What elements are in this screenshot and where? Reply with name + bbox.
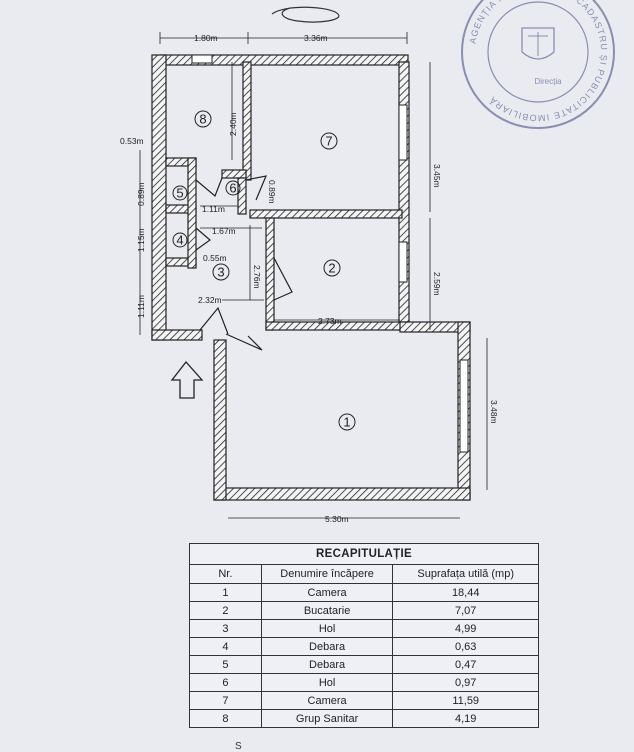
cell-name: Hol xyxy=(260,673,394,692)
entrance-arrow-icon xyxy=(170,360,204,399)
cell-name: Hol xyxy=(260,619,394,638)
dim-hall-167: 1.67m xyxy=(212,226,236,236)
windows xyxy=(191,54,469,453)
dim-room6-089: 0.89m xyxy=(267,180,277,204)
walls xyxy=(151,54,471,501)
cell-nr: 7 xyxy=(189,691,262,710)
dim-left-115: 1.15m xyxy=(136,228,146,252)
cell-area: 0,97 xyxy=(392,673,539,692)
dim-room8-height: 2.40m xyxy=(228,112,238,136)
recapitulation-table: RECAPITULAȚIE Nr. Denumire încăpere Supr… xyxy=(189,543,539,728)
room-number-1: 1 xyxy=(343,415,350,430)
room-number-4: 4 xyxy=(176,233,183,248)
dim-room1-530: 5.30m xyxy=(325,514,349,524)
dim-room7-height: 3.45m xyxy=(432,164,442,188)
table-title: RECAPITULAȚIE xyxy=(189,543,539,565)
dimension-labels: 1.80m 3.36m 2.40m 3.45m 0.53m 0.89m 0.89… xyxy=(120,33,499,524)
cell-area: 11,59 xyxy=(392,691,539,710)
cell-name: Camera xyxy=(260,691,394,710)
cell-name: Bucatarie xyxy=(260,601,394,620)
dimension-lines xyxy=(139,32,488,519)
dim-room2-273: 2.73m xyxy=(318,316,342,326)
cell-area: 0,63 xyxy=(392,637,539,656)
dim-room2-259: 2.59m xyxy=(432,272,442,296)
room-number-2: 2 xyxy=(328,261,335,276)
header-nr: Nr. xyxy=(189,564,262,584)
dim-small-055: 0.55m xyxy=(203,253,227,263)
cell-nr: 5 xyxy=(189,655,262,674)
dim-top-right: 3.36m xyxy=(304,33,328,43)
signature-scribble xyxy=(271,6,340,23)
official-stamp: AGENȚIA NAȚIONALĂ DE CADASTRU ȘI PUBLICI… xyxy=(461,0,615,129)
header-name: Denumire încăpere xyxy=(260,564,394,584)
cell-area: 4,19 xyxy=(392,709,539,728)
cell-nr: 1 xyxy=(189,583,262,602)
header-area: Suprafața utilă (mp) xyxy=(392,564,539,584)
room-number-7: 7 xyxy=(325,134,332,149)
cell-area: 7,07 xyxy=(392,601,539,620)
cell-area: 4,99 xyxy=(392,619,539,638)
cell-name: Debara xyxy=(260,637,394,656)
svg-text:Direcția: Direcția xyxy=(534,77,562,86)
dim-room1-348: 3.48m xyxy=(489,400,499,424)
table-footer-partial: S xyxy=(235,741,242,752)
dim-left-089: 0.89m xyxy=(136,182,146,206)
cell-name: Grup Sanitar xyxy=(260,709,394,728)
cell-nr: 3 xyxy=(189,619,262,638)
door-swings xyxy=(195,175,293,351)
room-number-6: 6 xyxy=(229,181,236,196)
cell-area: 0,47 xyxy=(392,655,539,674)
room-number-3: 3 xyxy=(217,265,224,280)
cell-nr: 8 xyxy=(189,709,262,728)
floor-plan: AGENȚIA NAȚIONALĂ DE CADASTRU ȘI PUBLICI… xyxy=(120,0,615,524)
cell-nr: 6 xyxy=(189,673,262,692)
cell-name: Debara xyxy=(260,655,394,674)
dim-left-053: 0.53m xyxy=(120,136,144,146)
dim-top-left: 1.80m xyxy=(194,33,218,43)
cell-name: Camera xyxy=(260,583,394,602)
cell-nr: 4 xyxy=(189,637,262,656)
room-number-5: 5 xyxy=(176,186,183,201)
dim-room6-111: 1.11m xyxy=(202,204,225,214)
dim-left-111: 1.11m xyxy=(136,295,146,318)
room-number-8: 8 xyxy=(199,112,206,127)
cell-area: 18,44 xyxy=(392,583,539,602)
room-numbers: 1 2 3 4 5 6 7 8 xyxy=(172,110,356,431)
dim-hall-276: 2.76m xyxy=(252,265,262,289)
dim-hall-232: 2.32m xyxy=(198,295,222,305)
cell-nr: 2 xyxy=(189,601,262,620)
